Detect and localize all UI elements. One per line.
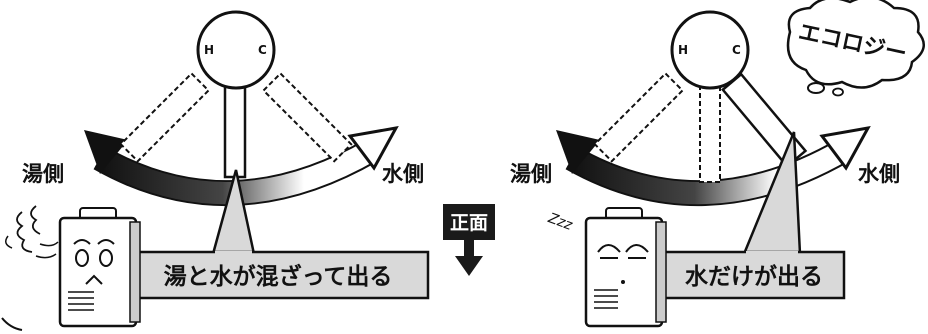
- right-callout: 水だけが出る: [662, 131, 846, 300]
- left-lever-dashed-cold: [262, 72, 353, 163]
- right-hot-side-label: 湯側: [510, 162, 552, 186]
- right-arrow-head-hot: [556, 130, 600, 174]
- front-indicator: 正面: [443, 204, 495, 276]
- right-lever-dashed-hot: [593, 72, 684, 163]
- right-valve-hot-label: H: [678, 43, 688, 57]
- left-callout-text: 湯と水が混ざって出る: [164, 263, 393, 290]
- left-lever-dashed-hot: [119, 72, 210, 163]
- left-valve-hot-label: H: [204, 43, 214, 57]
- left-corner-curve: [1, 317, 23, 331]
- front-label-box: [443, 204, 495, 240]
- sleep-zzz-text: Zzz: [545, 210, 575, 234]
- right-callout-text: 水だけが出る: [685, 263, 823, 290]
- left-valve-head: [196, 10, 276, 90]
- front-label: 正面: [450, 212, 488, 234]
- right-valve-head: [670, 10, 750, 90]
- right-lever-arc-arrow: [556, 125, 871, 206]
- left-hot-side-label: 湯側: [22, 162, 64, 186]
- eco-thought-bubble: エコロジー: [786, 0, 925, 97]
- left-water-heater-icon: [5, 205, 141, 328]
- right-arrow-head-cold: [819, 125, 871, 171]
- right-panel: H C 湯側 水側 エコロジー 水だけが出る: [510, 0, 925, 328]
- left-arrow-head-cold: [347, 125, 399, 171]
- right-cold-side-label: 水側: [858, 162, 900, 186]
- right-water-heater-icon: [584, 207, 667, 328]
- left-panel: H C 湯側 水側 湯と水が混ざって出る: [1, 10, 430, 331]
- left-lever-solid: [223, 80, 247, 179]
- left-callout: 湯と水が混ざって出る: [126, 169, 430, 300]
- right-valve-cold-label: C: [732, 43, 741, 57]
- front-down-arrow-icon: [455, 256, 483, 276]
- left-valve-cold-label: C: [258, 43, 267, 57]
- left-cold-side-label: 水側: [382, 162, 424, 186]
- right-lever-dashed-center: [699, 81, 721, 183]
- left-arrow-head-hot: [84, 130, 128, 174]
